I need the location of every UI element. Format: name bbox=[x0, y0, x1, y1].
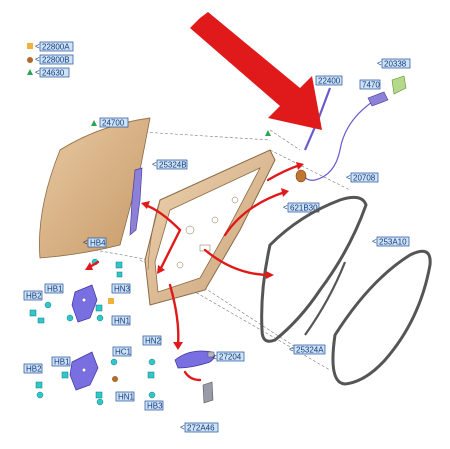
svg-text:<: < bbox=[83, 238, 88, 247]
belt-molding-strip bbox=[304, 261, 347, 336]
legend-code-label: 22800A bbox=[42, 43, 70, 52]
door-weatherstrip-20708 bbox=[260, 195, 368, 343]
svg-text:<: < bbox=[180, 423, 185, 432]
callout-label: 7470 bbox=[362, 81, 380, 90]
callout-hn1-bottom: HN1 bbox=[115, 391, 135, 402]
callout-label: HB4 bbox=[90, 239, 106, 248]
assembly-arrowheads bbox=[85, 162, 304, 350]
callout-hn3-top: HN3 bbox=[111, 283, 131, 294]
callout-label: HN1 bbox=[118, 393, 135, 402]
svg-text:<: < bbox=[283, 203, 288, 212]
lower-hinge bbox=[69, 351, 99, 391]
legend-code-label: 24630 bbox=[42, 69, 65, 78]
bumper-pad bbox=[295, 169, 307, 183]
lower-hinge-fasteners bbox=[35, 358, 156, 406]
callout-621b30: < 621B30 bbox=[283, 202, 320, 213]
callout-label: HC1 bbox=[115, 348, 132, 357]
circle-marker-icon bbox=[112, 376, 118, 382]
svg-text:<: < bbox=[372, 237, 377, 246]
legend-arrow: < bbox=[35, 68, 40, 77]
upper-hinge bbox=[71, 284, 98, 323]
callout-hb2-bottom: HB2 bbox=[23, 363, 43, 374]
callout-25324b: < 25324B bbox=[152, 159, 188, 170]
pointer-arrow-icon bbox=[190, 12, 322, 130]
legend-item-22800a: < 22800A bbox=[27, 41, 74, 52]
callout-24700: 24700 bbox=[91, 117, 129, 128]
callout-hb1-top: HB1 bbox=[44, 283, 64, 294]
svg-text:<: < bbox=[289, 345, 294, 354]
triangle-marker-icon bbox=[27, 69, 33, 75]
callout-272a46: < 272A46 bbox=[180, 422, 219, 433]
callout-25324a: < 25324A bbox=[289, 344, 326, 355]
callout-hn2: HN2 bbox=[142, 335, 162, 346]
handle-bracket-272a46 bbox=[202, 381, 214, 404]
callout-hn1-top: HN1 bbox=[111, 315, 131, 326]
callout-20338: < 20338 bbox=[377, 58, 411, 69]
callout-hb2-top: HB2 bbox=[23, 290, 43, 301]
svg-text:<: < bbox=[377, 59, 382, 68]
callout-7470: 7470 bbox=[359, 79, 381, 90]
legend-item-22800b: < 22800B bbox=[27, 54, 74, 65]
callout-20708: < 20708 bbox=[346, 172, 379, 183]
callout-label: 253A10 bbox=[379, 238, 407, 247]
callout-253a10: < 253A10 bbox=[372, 236, 410, 247]
callout-27204: < 27204 bbox=[212, 351, 245, 362]
callout-label: 20708 bbox=[353, 174, 376, 183]
square-marker-icon bbox=[27, 43, 33, 49]
callout-label: HN1 bbox=[114, 317, 131, 326]
callout-hb1-bottom: HB1 bbox=[51, 356, 71, 367]
callout-label: HB2 bbox=[26, 365, 42, 374]
door-handle-27204 bbox=[174, 350, 215, 369]
triangle-marker-icon bbox=[91, 120, 97, 126]
inner-door-frame bbox=[144, 149, 276, 306]
callout-label: 24700 bbox=[102, 119, 125, 128]
callout-label: 27204 bbox=[219, 353, 242, 362]
callout-hb3: HB3 bbox=[144, 400, 164, 411]
handle-bracket-green bbox=[391, 75, 407, 95]
legend-item-24630: < 24630 bbox=[27, 67, 70, 78]
callout-label: 272A46 bbox=[187, 424, 215, 433]
callout-label: 20338 bbox=[384, 60, 407, 69]
legend-arrow: < bbox=[35, 42, 40, 51]
callout-label: HN2 bbox=[145, 337, 162, 346]
square-marker-icon bbox=[108, 298, 114, 304]
callout-label: 25324A bbox=[296, 346, 324, 355]
svg-text:<: < bbox=[212, 353, 217, 362]
svg-text:<: < bbox=[152, 160, 157, 169]
legend: < 22800A < 22800B < 24630 bbox=[27, 41, 74, 78]
callout-hb4: < HB4 bbox=[83, 237, 107, 248]
callout-label: 25324B bbox=[159, 161, 187, 170]
callout-label: HB2 bbox=[26, 292, 42, 301]
outer-door-panel bbox=[39, 117, 151, 259]
callout-label: HB3 bbox=[147, 402, 163, 411]
assembly-arrows bbox=[86, 163, 302, 382]
callout-label: HB1 bbox=[54, 358, 70, 367]
legend-arrow: < bbox=[35, 55, 40, 64]
callout-label: 621B30 bbox=[290, 204, 318, 213]
legend-code-box bbox=[39, 54, 74, 65]
callout-hc1: HC1 bbox=[112, 346, 132, 357]
callout-label: 22400 bbox=[318, 77, 341, 86]
svg-text:<: < bbox=[346, 173, 351, 182]
circle-marker-icon bbox=[27, 57, 33, 63]
door-latch-cable bbox=[299, 91, 389, 181]
triangle-marker-icon bbox=[265, 130, 271, 136]
pillar-trim-25324b bbox=[129, 167, 143, 236]
callout-label: HB1 bbox=[47, 285, 63, 294]
callout-label: HN3 bbox=[114, 285, 131, 294]
legend-code-label: 22800B bbox=[42, 56, 70, 65]
legend-code-box bbox=[39, 67, 70, 78]
opening-weatherstrip-253a10 bbox=[331, 249, 432, 386]
callout-22400: 22400 bbox=[315, 75, 343, 86]
legend-code-box bbox=[39, 41, 74, 52]
